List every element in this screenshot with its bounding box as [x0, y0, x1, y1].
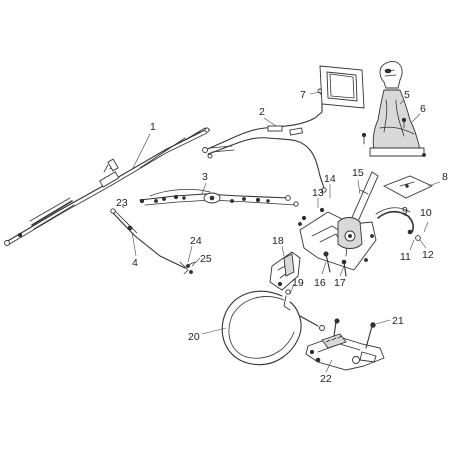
part-20-looped-cable — [221, 290, 325, 366]
callout-7: 7 — [300, 89, 306, 101]
callout-22: 22 — [320, 373, 332, 385]
part-1-shift-cable — [4, 127, 211, 246]
part-9-rod — [375, 207, 421, 241]
callout-2: 2 — [259, 106, 265, 118]
callout-24: 24 — [190, 235, 202, 247]
callout-20: 20 — [188, 331, 200, 343]
callout-23: 23 — [116, 197, 128, 209]
part-3-cable-assembly — [139, 188, 299, 207]
part-18-bracket — [269, 251, 301, 311]
callout-17: 17 — [334, 277, 346, 289]
callout-12: 12 — [422, 249, 434, 261]
part-7-bezel-frame — [319, 65, 365, 109]
part-8-plate — [382, 175, 434, 199]
callout-15: 15 — [352, 167, 364, 179]
part-4-rod — [110, 208, 196, 275]
callout-16: 16 — [314, 277, 326, 289]
part-6-shift-boot-knob — [361, 61, 426, 157]
callout-25: 25 — [200, 253, 212, 265]
callout-labels: 1 2 3 4 5 6 7 8 9 10 11 12 13 14 15 16 1… — [116, 89, 448, 385]
callout-19: 19 — [292, 277, 304, 289]
part-15-shifter-assembly — [298, 171, 379, 277]
callout-10: 10 — [420, 207, 432, 219]
callout-5: 5 — [404, 89, 410, 101]
part-22-lever-assembly — [305, 318, 385, 371]
callout-4: 4 — [132, 257, 138, 269]
callout-3: 3 — [202, 171, 208, 183]
callout-13: 13 — [312, 187, 324, 199]
leader-lines — [121, 91, 441, 373]
callout-8: 8 — [442, 171, 448, 183]
callout-11: 11 — [400, 251, 411, 263]
callout-6: 6 — [420, 103, 426, 115]
callout-9: 9 — [402, 205, 408, 217]
callout-14: 14 — [324, 173, 336, 185]
callout-1: 1 — [150, 121, 156, 133]
callout-21: 21 — [392, 315, 404, 327]
callout-18: 18 — [272, 235, 284, 247]
part-2-upper-cable — [202, 88, 327, 193]
